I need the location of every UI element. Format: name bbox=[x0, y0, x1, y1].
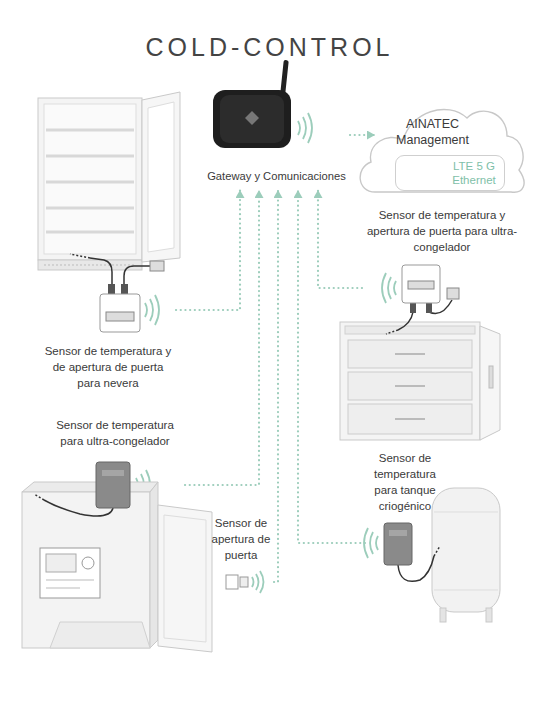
ultra-freezer-cabinet-illustration bbox=[50, 622, 150, 648]
cabinet-sensor-device bbox=[102, 470, 124, 476]
node-label: Sensor de temperatura para ultra-congela… bbox=[47, 417, 183, 449]
cabinet-sensor-device bbox=[34, 462, 130, 516]
ultra-freezer-illustration bbox=[395, 385, 425, 387]
ultra-freezer-cabinet-illustration bbox=[150, 482, 158, 648]
sensor-node: Sensor de temperatura para tanque criogé… bbox=[365, 450, 445, 572]
fridge-illustration bbox=[46, 231, 134, 234]
fridge-sensor-device bbox=[106, 312, 134, 321]
diagram-title: COLD-CONTROL bbox=[0, 33, 539, 62]
sensor-node: Sensor de temperatura y apertura de puer… bbox=[362, 205, 522, 310]
dotted-connector bbox=[176, 190, 240, 310]
node-label: Sensor de apertura de puerta bbox=[208, 515, 274, 563]
ultra-freezer-cabinet-illustration bbox=[40, 548, 100, 598]
ultra-freezer-sensor-device bbox=[402, 265, 440, 303]
fridge-illustration bbox=[44, 104, 136, 254]
gateway-node: Gateway y Comunicaciones bbox=[203, 58, 350, 190]
gateway-device bbox=[245, 111, 259, 125]
fridge-sensor-device bbox=[150, 261, 164, 271]
cabinet-sensor-device bbox=[96, 462, 130, 508]
ultra-freezer-cabinet-illustration bbox=[22, 492, 150, 648]
ultra-freezer-illustration bbox=[348, 372, 472, 400]
sensor-node: Sensor de apertura de puerta bbox=[208, 513, 274, 595]
sensor-node: Sensor de temperatura y de apertura de p… bbox=[40, 283, 176, 393]
ultra-freezer-cabinet-illustration bbox=[46, 588, 80, 589]
fridge-illustration bbox=[38, 92, 180, 270]
ultra-freezer-sensor-device bbox=[410, 302, 416, 313]
ultra-freezer-cabinet-illustration bbox=[22, 482, 158, 492]
ultra-freezer-sensor-device bbox=[386, 265, 459, 334]
ultra-freezer-illustration bbox=[395, 418, 425, 420]
ultra-freezer-illustration bbox=[395, 353, 425, 355]
signal-waves bbox=[364, 528, 378, 558]
ultra-freezer-sensor-device bbox=[398, 312, 413, 330]
signal-waves bbox=[298, 113, 312, 143]
signal-waves bbox=[252, 571, 264, 593]
fridge-sensor-device bbox=[100, 294, 140, 332]
tank-sensor-device bbox=[384, 523, 412, 565]
tank-sensor-device bbox=[384, 523, 440, 581]
gateway-device bbox=[280, 60, 289, 94]
cryogenic-tank-illustration bbox=[434, 512, 498, 513]
door-sensor-device bbox=[240, 577, 248, 587]
door-sensor-device bbox=[226, 575, 238, 589]
node-label: Sensor de temperatura para tanque criogé… bbox=[365, 450, 445, 514]
ultra-freezer-cabinet-illustration bbox=[46, 554, 76, 572]
cryogenic-tank-illustration bbox=[434, 590, 498, 591]
ultra-freezer-illustration bbox=[348, 340, 472, 368]
ultra-freezer-illustration bbox=[480, 326, 500, 440]
cryogenic-tank-illustration bbox=[486, 608, 492, 622]
ultra-freezer-illustration bbox=[348, 404, 472, 434]
ultra-freezer-illustration bbox=[340, 322, 500, 440]
dotted-connector bbox=[274, 190, 278, 582]
gateway-device bbox=[220, 95, 284, 143]
sensor-node: Sensor de temperatura para ultra-congela… bbox=[45, 415, 185, 515]
cabinet-sensor-device bbox=[34, 494, 44, 500]
node-label: Sensor de temperatura y de apertura de p… bbox=[43, 343, 173, 391]
cryogenic-tank-illustration bbox=[432, 488, 500, 612]
fridge-sensor-device bbox=[70, 254, 90, 258]
cryogenic-tank-illustration bbox=[440, 608, 446, 622]
gateway-device bbox=[213, 60, 291, 148]
node-label: LTE 5 G Ethernet bbox=[444, 159, 504, 187]
ultra-freezer-cabinet-illustration bbox=[164, 515, 206, 642]
fridge-illustration bbox=[38, 98, 142, 260]
cryogenic-tank-illustration bbox=[432, 488, 500, 622]
ultra-freezer-sensor-device bbox=[447, 288, 459, 299]
dotted-connector bbox=[185, 190, 259, 485]
door-sensor-device bbox=[226, 575, 248, 589]
fridge-illustration bbox=[46, 129, 134, 132]
ultra-freezer-sensor-device bbox=[426, 302, 432, 313]
ultra-freezer-illustration bbox=[340, 322, 480, 440]
fridge-illustration bbox=[142, 92, 180, 262]
cloud-node: AINATEC ManagementLTE 5 G Ethernet bbox=[375, 92, 522, 198]
fridge-illustration bbox=[46, 181, 134, 184]
dotted-connector bbox=[318, 190, 362, 288]
fridge-illustration bbox=[148, 102, 174, 252]
ultra-freezer-sensor-device bbox=[386, 330, 398, 334]
fridge-sensor-device bbox=[70, 254, 164, 332]
tank-sensor-device bbox=[389, 530, 407, 536]
gateway-device bbox=[213, 90, 291, 148]
signal-waves bbox=[382, 273, 396, 303]
ultra-freezer-illustration bbox=[345, 326, 475, 334]
node-label: Gateway y Comunicaciones bbox=[203, 169, 350, 184]
node-label: Sensor de temperatura y apertura de puer… bbox=[362, 207, 522, 255]
signal-waves bbox=[145, 295, 159, 325]
ultra-freezer-cabinet-illustration bbox=[82, 557, 94, 569]
fridge-illustration bbox=[44, 265, 136, 266]
ultra-freezer-cabinet-illustration bbox=[46, 580, 94, 581]
ultra-freezer-sensor-device bbox=[408, 281, 434, 289]
cloud-outline bbox=[360, 109, 524, 192]
fridge-illustration bbox=[46, 207, 134, 210]
tank-sensor-device bbox=[434, 546, 440, 556]
ultra-freezer-illustration bbox=[489, 366, 493, 388]
fridge-illustration bbox=[46, 155, 134, 158]
connectivity-box: LTE 5 G Ethernet bbox=[395, 155, 505, 191]
dotted-connector bbox=[350, 134, 375, 136]
ultra-freezer-cabinet-illustration bbox=[158, 505, 212, 652]
dotted-connector bbox=[298, 190, 365, 543]
node-label: AINATEC Management bbox=[385, 116, 480, 148]
